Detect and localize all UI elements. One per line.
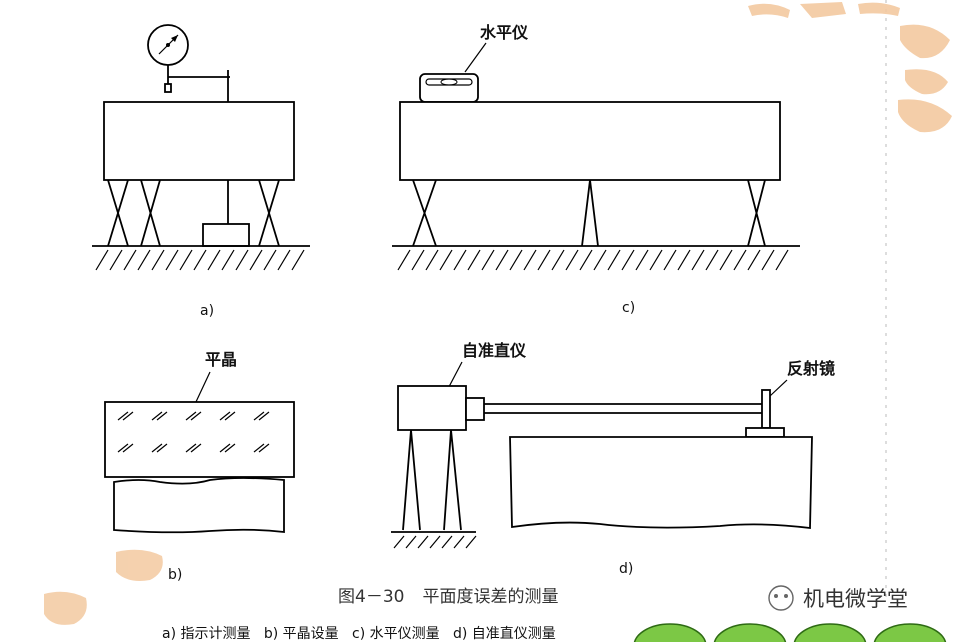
watermark-name: 机电微学堂 bbox=[803, 587, 908, 611]
figure-d: 自准直仪 反射镜 d) bbox=[391, 341, 835, 577]
figure-c: 水平仪 c) bbox=[392, 23, 800, 316]
label-optical-flat: 平晶 bbox=[205, 350, 237, 369]
gauge-base bbox=[202, 223, 250, 247]
nav-button-3[interactable] bbox=[793, 623, 867, 642]
nav-button-2[interactable] bbox=[713, 623, 787, 642]
sub-label-d: d) bbox=[619, 561, 633, 577]
label-level: 水平仪 bbox=[480, 23, 529, 42]
figure-number: 图4－30 bbox=[338, 587, 404, 607]
decorative-seal-bottom bbox=[44, 549, 163, 625]
nav-button-4[interactable] bbox=[873, 623, 947, 642]
figure-caption: 图4－30 平面度误差的测量 bbox=[338, 587, 558, 607]
workpiece-c bbox=[399, 101, 781, 181]
workpiece-a bbox=[103, 101, 295, 181]
nav-button-1[interactable] bbox=[633, 623, 707, 642]
label-autocollimator: 自准直仪 bbox=[462, 341, 527, 360]
level-instrument bbox=[419, 73, 479, 103]
figure-a: a) bbox=[92, 24, 310, 319]
optical-flat bbox=[104, 401, 295, 478]
figure-title: 平面度误差的测量 bbox=[422, 587, 558, 607]
nav-buttons bbox=[633, 623, 947, 642]
legend-text: a) 指示计测量 b) 平晶设量 c) 水平仪测量 d) 自准直仪测量 bbox=[162, 625, 556, 642]
label-reflector: 反射镜 bbox=[787, 359, 835, 378]
decorative-seal-top bbox=[748, 2, 952, 133]
figure-b: 平晶 b) bbox=[104, 350, 295, 583]
sub-label-c: c) bbox=[622, 300, 635, 316]
wechat-icon bbox=[768, 585, 794, 611]
workpiece-b bbox=[113, 477, 285, 534]
sub-label-b: b) bbox=[168, 567, 182, 583]
reflector-mirror bbox=[761, 389, 771, 429]
workpiece-d bbox=[509, 436, 813, 530]
sub-label-a: a) bbox=[200, 303, 214, 319]
watermark: 机电微学堂 bbox=[768, 585, 908, 611]
autocollimator-body bbox=[397, 385, 467, 431]
